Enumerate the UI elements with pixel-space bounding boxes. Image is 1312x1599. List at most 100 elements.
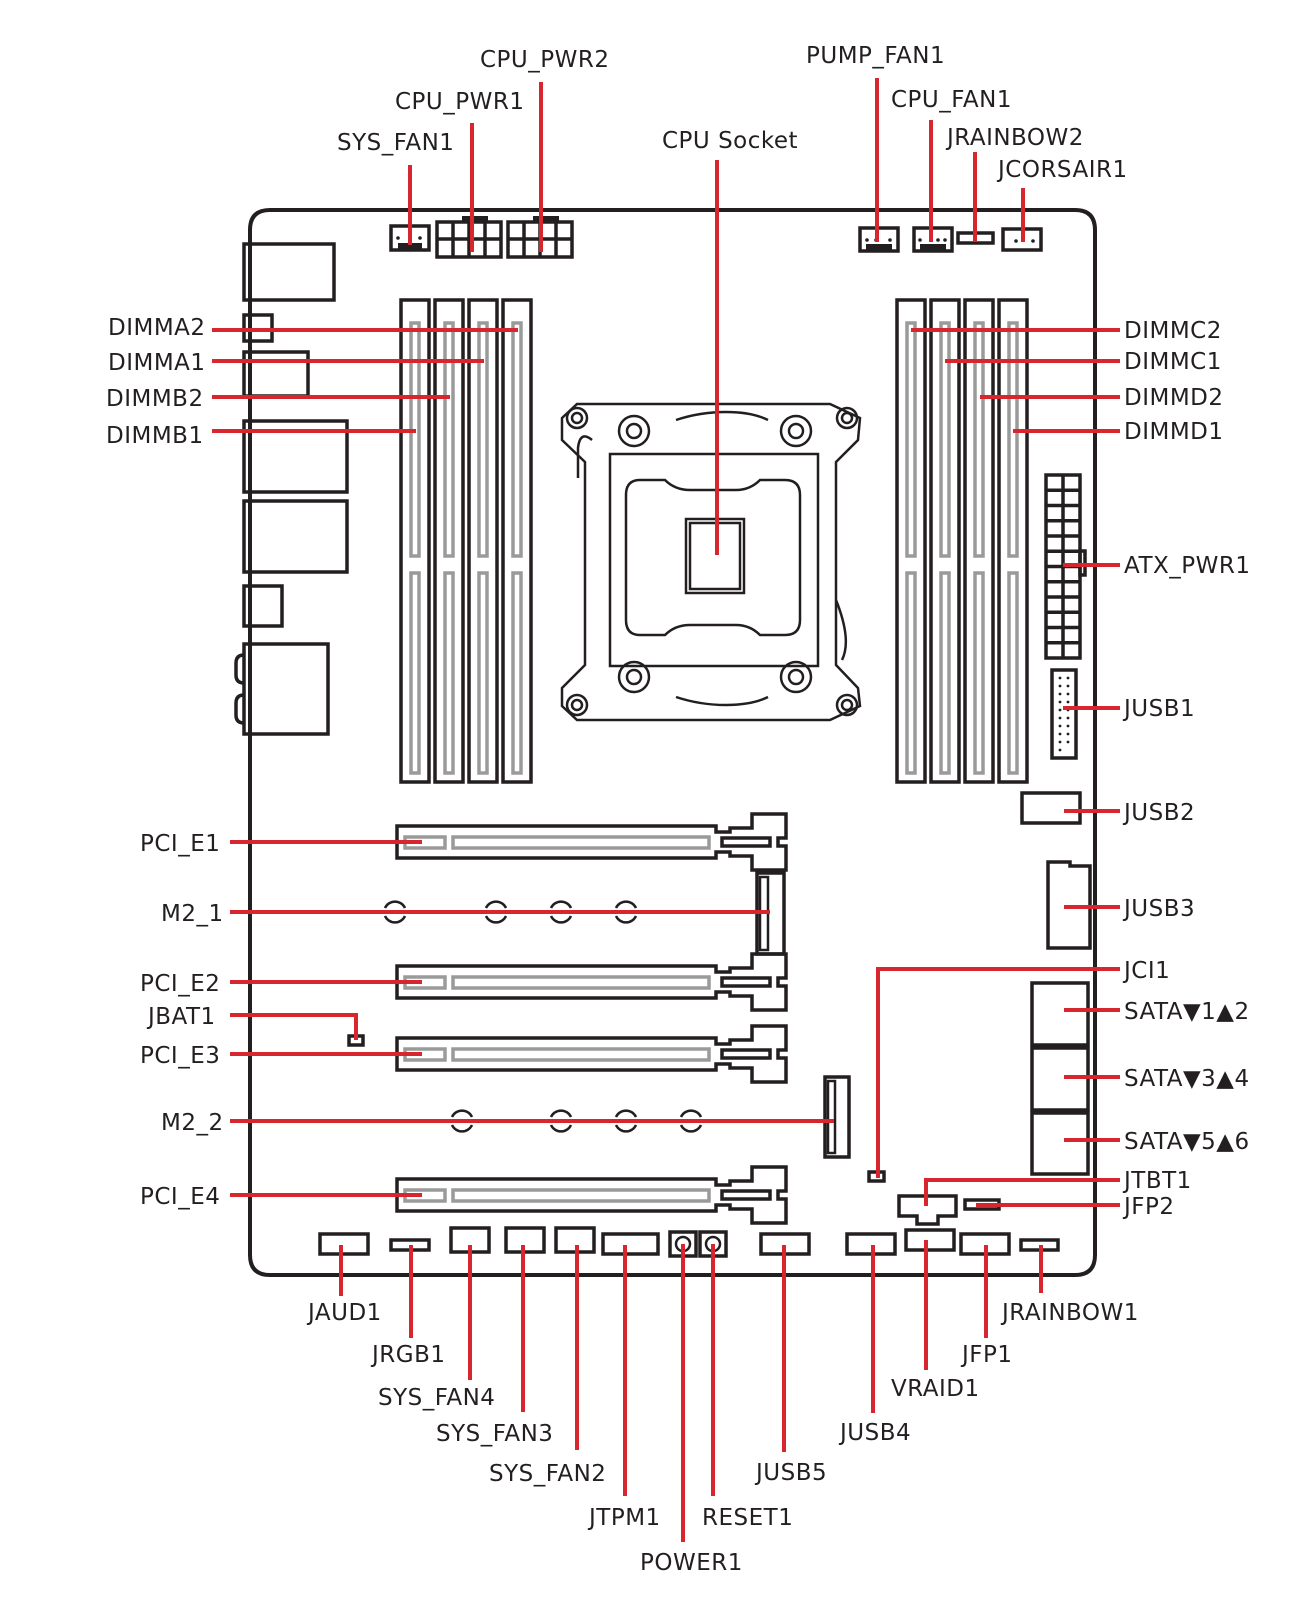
usb-pin: [1058, 692, 1062, 696]
jusb1-connector: [1050, 668, 1078, 760]
pcie-key-long: [451, 1188, 711, 1203]
pcie-latch: [720, 836, 772, 848]
pcie-key-long: [451, 975, 711, 990]
jtbt1-connector: [897, 1194, 958, 1226]
label-cpu-fan1: CPU_FAN1: [891, 87, 1012, 113]
usb-pin: [1066, 692, 1070, 696]
usb-pin: [1066, 732, 1070, 736]
usb-pin: [1058, 748, 1062, 752]
rear-io-panel: [234, 242, 349, 736]
m2-standoff: [679, 1124, 703, 1133]
label-jfp1: JFP1: [960, 1342, 1013, 1368]
label-pci-e2: PCI_E2: [140, 971, 220, 997]
label-dimma1: DIMMA1: [108, 350, 206, 376]
label-jusb4: JUSB4: [838, 1420, 911, 1446]
label-m2-2: M2_2: [161, 1110, 224, 1136]
cpu-socket: [560, 402, 862, 722]
m2-standoff: [549, 1109, 573, 1118]
label-sata-1-2: SATA▼1▲2: [1124, 999, 1250, 1025]
label-jrainbow1: JRAINBOW1: [1000, 1300, 1139, 1326]
label-pci-e3: PCI_E3: [140, 1043, 220, 1069]
m2-2-slot: [823, 1075, 851, 1159]
pcie-slot-3: [395, 1024, 788, 1084]
label-reset1: RESET1: [702, 1505, 793, 1531]
pcie-latch: [720, 1189, 772, 1201]
usb-pin: [1066, 724, 1070, 728]
vraid1-connector: [904, 1228, 956, 1252]
label-dimma2: DIMMA2: [108, 315, 206, 341]
label-jusb5: JUSB5: [754, 1460, 827, 1486]
label-jusb1: JUSB1: [1122, 696, 1195, 722]
pcie-key-long: [451, 835, 711, 850]
label-jusb2: JUSB2: [1122, 800, 1195, 826]
label-sys-fan3: SYS_FAN3: [436, 1421, 553, 1447]
usb-pin: [1058, 732, 1062, 736]
m2-standoffs: [383, 900, 703, 1133]
m2-standoff: [614, 1124, 638, 1133]
label-pci-e4: PCI_E4: [140, 1184, 220, 1210]
m2-standoff: [383, 900, 407, 909]
label-jrgb1: JRGB1: [370, 1342, 446, 1368]
label-sata-3-4: SATA▼3▲4: [1124, 1066, 1250, 1092]
label-jusb3: JUSB3: [1122, 896, 1195, 922]
label-sata-5-6: SATA▼5▲6: [1124, 1129, 1250, 1155]
pcie-latch: [720, 1048, 772, 1060]
usb-pin: [1058, 708, 1062, 712]
pcie-key-long: [451, 1047, 711, 1062]
label-dimmb2: DIMMB2: [106, 386, 204, 412]
m2-standoff: [549, 915, 573, 924]
usb-pin: [1058, 676, 1062, 680]
label-dimmb1: DIMMB1: [106, 423, 204, 449]
usb-pin: [1058, 740, 1062, 744]
label-jfp2: JFP2: [1122, 1194, 1175, 1220]
m2-standoff: [614, 900, 638, 909]
board-outline: [248, 208, 1097, 1277]
usb-pin: [1066, 700, 1070, 704]
m2-standoff: [484, 915, 508, 924]
pcie-latch: [720, 976, 772, 988]
m2-standoff: [679, 1109, 703, 1118]
label-jtbt1: JTBT1: [1122, 1168, 1192, 1194]
m2-standoff: [549, 1124, 573, 1133]
pcie-slot-1: [395, 812, 788, 872]
usb-pin: [1066, 676, 1070, 680]
usb-pin: [1066, 740, 1070, 744]
label-m2-1: M2_1: [161, 901, 224, 927]
m2-standoff: [484, 900, 508, 909]
leader-lines: [212, 78, 1120, 1542]
pcie-slot-body: [395, 952, 788, 1012]
dimm-slots-left: [399, 298, 533, 784]
label-cpu-pwr1: CPU_PWR1: [395, 89, 525, 115]
pcie-slots: [395, 812, 788, 1225]
label-jcorsair1: JCORSAIR1: [996, 157, 1128, 183]
usb-pin: [1066, 716, 1070, 720]
label-sys-fan1: SYS_FAN1: [337, 130, 454, 156]
label-pci-e1: PCI_E1: [140, 831, 220, 857]
m2-standoff: [614, 1109, 638, 1118]
label-atx-pwr1: ATX_PWR1: [1124, 553, 1250, 579]
m2-standoff: [450, 1109, 474, 1118]
pcie-slot-body: [395, 812, 788, 872]
pcie-slot-body: [395, 1024, 788, 1084]
label-cpu-socket: CPU Socket: [662, 128, 798, 154]
pcie-slot-4: [395, 1165, 788, 1225]
cpu-pwr1-connector: [435, 216, 503, 259]
label-dimmc1: DIMMC1: [1124, 349, 1222, 375]
usb-pin: [1058, 700, 1062, 704]
usb-pin: [1058, 724, 1062, 728]
usb-pin: [1058, 716, 1062, 720]
m2-standoff: [450, 1124, 474, 1133]
label-vraid1: VRAID1: [891, 1376, 980, 1402]
pcie-slot-body: [395, 1165, 788, 1225]
dimm-slots-right: [895, 298, 1029, 784]
jtpm1-connector: [601, 1232, 660, 1256]
jusb2-connector: [1020, 791, 1082, 825]
label-power1: POWER1: [640, 1550, 743, 1576]
label-jtpm1: JTPM1: [587, 1505, 661, 1531]
usb-pin: [1058, 684, 1062, 688]
label-jaud1: JAUD1: [306, 1300, 382, 1326]
m2-standoff: [614, 915, 638, 924]
label-jbat1: JBAT1: [146, 1004, 216, 1030]
jaud1-connector: [318, 1232, 370, 1256]
